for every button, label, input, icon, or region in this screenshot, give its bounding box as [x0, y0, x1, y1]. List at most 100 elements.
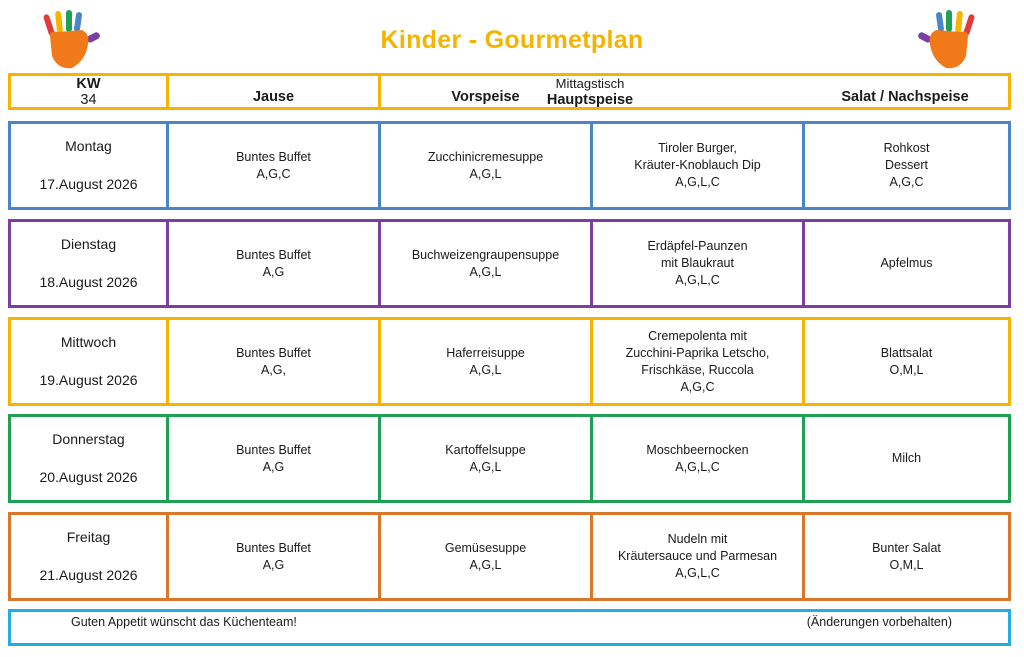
- menu-line: A,G: [262, 459, 285, 474]
- menu-line: Bunter Salat: [872, 540, 941, 555]
- menu-line: A,G,L: [469, 459, 502, 474]
- menu-line: A,G,L,C: [675, 273, 720, 287]
- menu-line: A,G,L,C: [675, 459, 720, 474]
- day-date: 21.August 2026: [39, 567, 138, 583]
- menu-line: A,G,C: [680, 379, 715, 394]
- menu-line: Buntes Buffet: [236, 540, 311, 555]
- menu-line: Tiroler Burger,: [658, 141, 737, 155]
- menu-line: A,G,L: [469, 557, 502, 572]
- menu-line: A,G,L: [469, 264, 502, 279]
- hand-print-icon: [43, 10, 100, 69]
- day-name: Mittwoch: [60, 334, 117, 350]
- day-cell: Montag 17.August 2026: [11, 124, 166, 207]
- menu-line: Frischkäse, Ruccola: [641, 362, 754, 377]
- menu-line: Kräuter-Knoblauch Dip: [634, 158, 761, 172]
- menu-line: Haferreisuppe: [446, 345, 525, 360]
- hand-print-icon: [918, 10, 975, 69]
- day-name: Dienstag: [60, 236, 117, 252]
- day-cell: Donnerstag 20.August 2026: [11, 417, 166, 500]
- menu-line: A,G,C: [889, 175, 924, 189]
- menu-line: A,G,: [260, 362, 286, 377]
- menu-line: Buntes Buffet: [236, 442, 311, 457]
- menu-line: O,M,L: [889, 557, 924, 572]
- menu-line: Apfelmus: [880, 256, 933, 270]
- footer-greeting: Guten Appetit wünscht das Küchenteam!: [71, 615, 297, 629]
- day-date: 17.August 2026: [39, 176, 138, 192]
- menu-header-row: KW 34 Jause Vorspeise Salat / Nachspeise…: [8, 73, 1011, 110]
- header-mittagstisch: Mittagstisch Hauptspeise: [378, 75, 802, 108]
- menu-line: Zucchini-Paprika Letscho,: [625, 345, 770, 360]
- day-date: 18.August 2026: [39, 274, 138, 290]
- day-cell: Mittwoch 19.August 2026: [11, 320, 166, 403]
- menu-line: Gemüsesuppe: [444, 540, 527, 555]
- menu-line: A,G,L,C: [675, 175, 720, 189]
- menu-line: mit Blaukraut: [661, 256, 734, 270]
- header-vorspeise: Vorspeise: [378, 76, 590, 107]
- menu-line: Kräutersauce und Parmesan: [617, 549, 778, 563]
- day-date: 20.August 2026: [39, 469, 138, 485]
- menu-line: Cremepolenta mit: [648, 328, 747, 343]
- footer-bar: Guten Appetit wünscht das Küchenteam! (Ä…: [8, 609, 1011, 646]
- header-jause: Jause: [166, 76, 378, 107]
- menu-line: A,G,L: [469, 362, 502, 377]
- menu-line: Rohkost: [883, 141, 930, 155]
- menu-line: A,G,L,C: [675, 566, 720, 580]
- menu-line: Buchweizengraupensuppe: [411, 247, 560, 262]
- header-salat-nachspeise: Salat / Nachspeise: [841, 89, 969, 105]
- day-name: Montag: [65, 138, 112, 154]
- menu-line: Kartoffelsuppe: [445, 442, 526, 457]
- page-title: Kinder - Gourmetplan: [380, 26, 644, 54]
- menu-line: Buntes Buffet: [236, 247, 311, 262]
- menu-line: Nudeln mit: [667, 532, 728, 546]
- menu-line: A,G: [262, 557, 285, 572]
- day-cell: Dienstag 18.August 2026: [11, 222, 166, 305]
- mittagstisch-label: Mittagstisch: [555, 75, 625, 91]
- day-name: Freitag: [66, 529, 111, 545]
- day-date: 19.August 2026: [39, 372, 138, 388]
- salat-nachspeise-cell: Apfelmus: [802, 222, 1008, 305]
- menu-line: Zucchinicremesuppe: [427, 149, 544, 164]
- menu-line: Buntes Buffet: [236, 345, 311, 360]
- kw-cell: KW 34: [11, 75, 166, 108]
- menu-line: A,G,L: [469, 166, 502, 181]
- menu-line: Moschbeernocken: [646, 442, 749, 457]
- menu-line: A,G: [262, 264, 285, 279]
- salat-nachspeise-cell: Milch: [802, 417, 1008, 500]
- menu-line: Buntes Buffet: [236, 149, 311, 164]
- day-cell: Freitag 21.August 2026: [11, 515, 166, 598]
- kw-number: 34: [80, 91, 97, 108]
- menu-line: O,M,L: [889, 362, 924, 377]
- menu-line: A,G,C: [256, 166, 291, 181]
- kw-label: KW: [76, 75, 101, 92]
- menu-line: Erdäpfel-Paunzen: [647, 239, 748, 253]
- menu-line: Blattsalat: [880, 345, 933, 360]
- menu-line: Dessert: [884, 158, 929, 172]
- footer-note: (Änderungen vorbehalten): [806, 615, 952, 629]
- menu-line: Milch: [891, 451, 922, 465]
- hauptspeise-label: Hauptspeise: [546, 91, 634, 108]
- day-name: Donnerstag: [52, 431, 125, 447]
